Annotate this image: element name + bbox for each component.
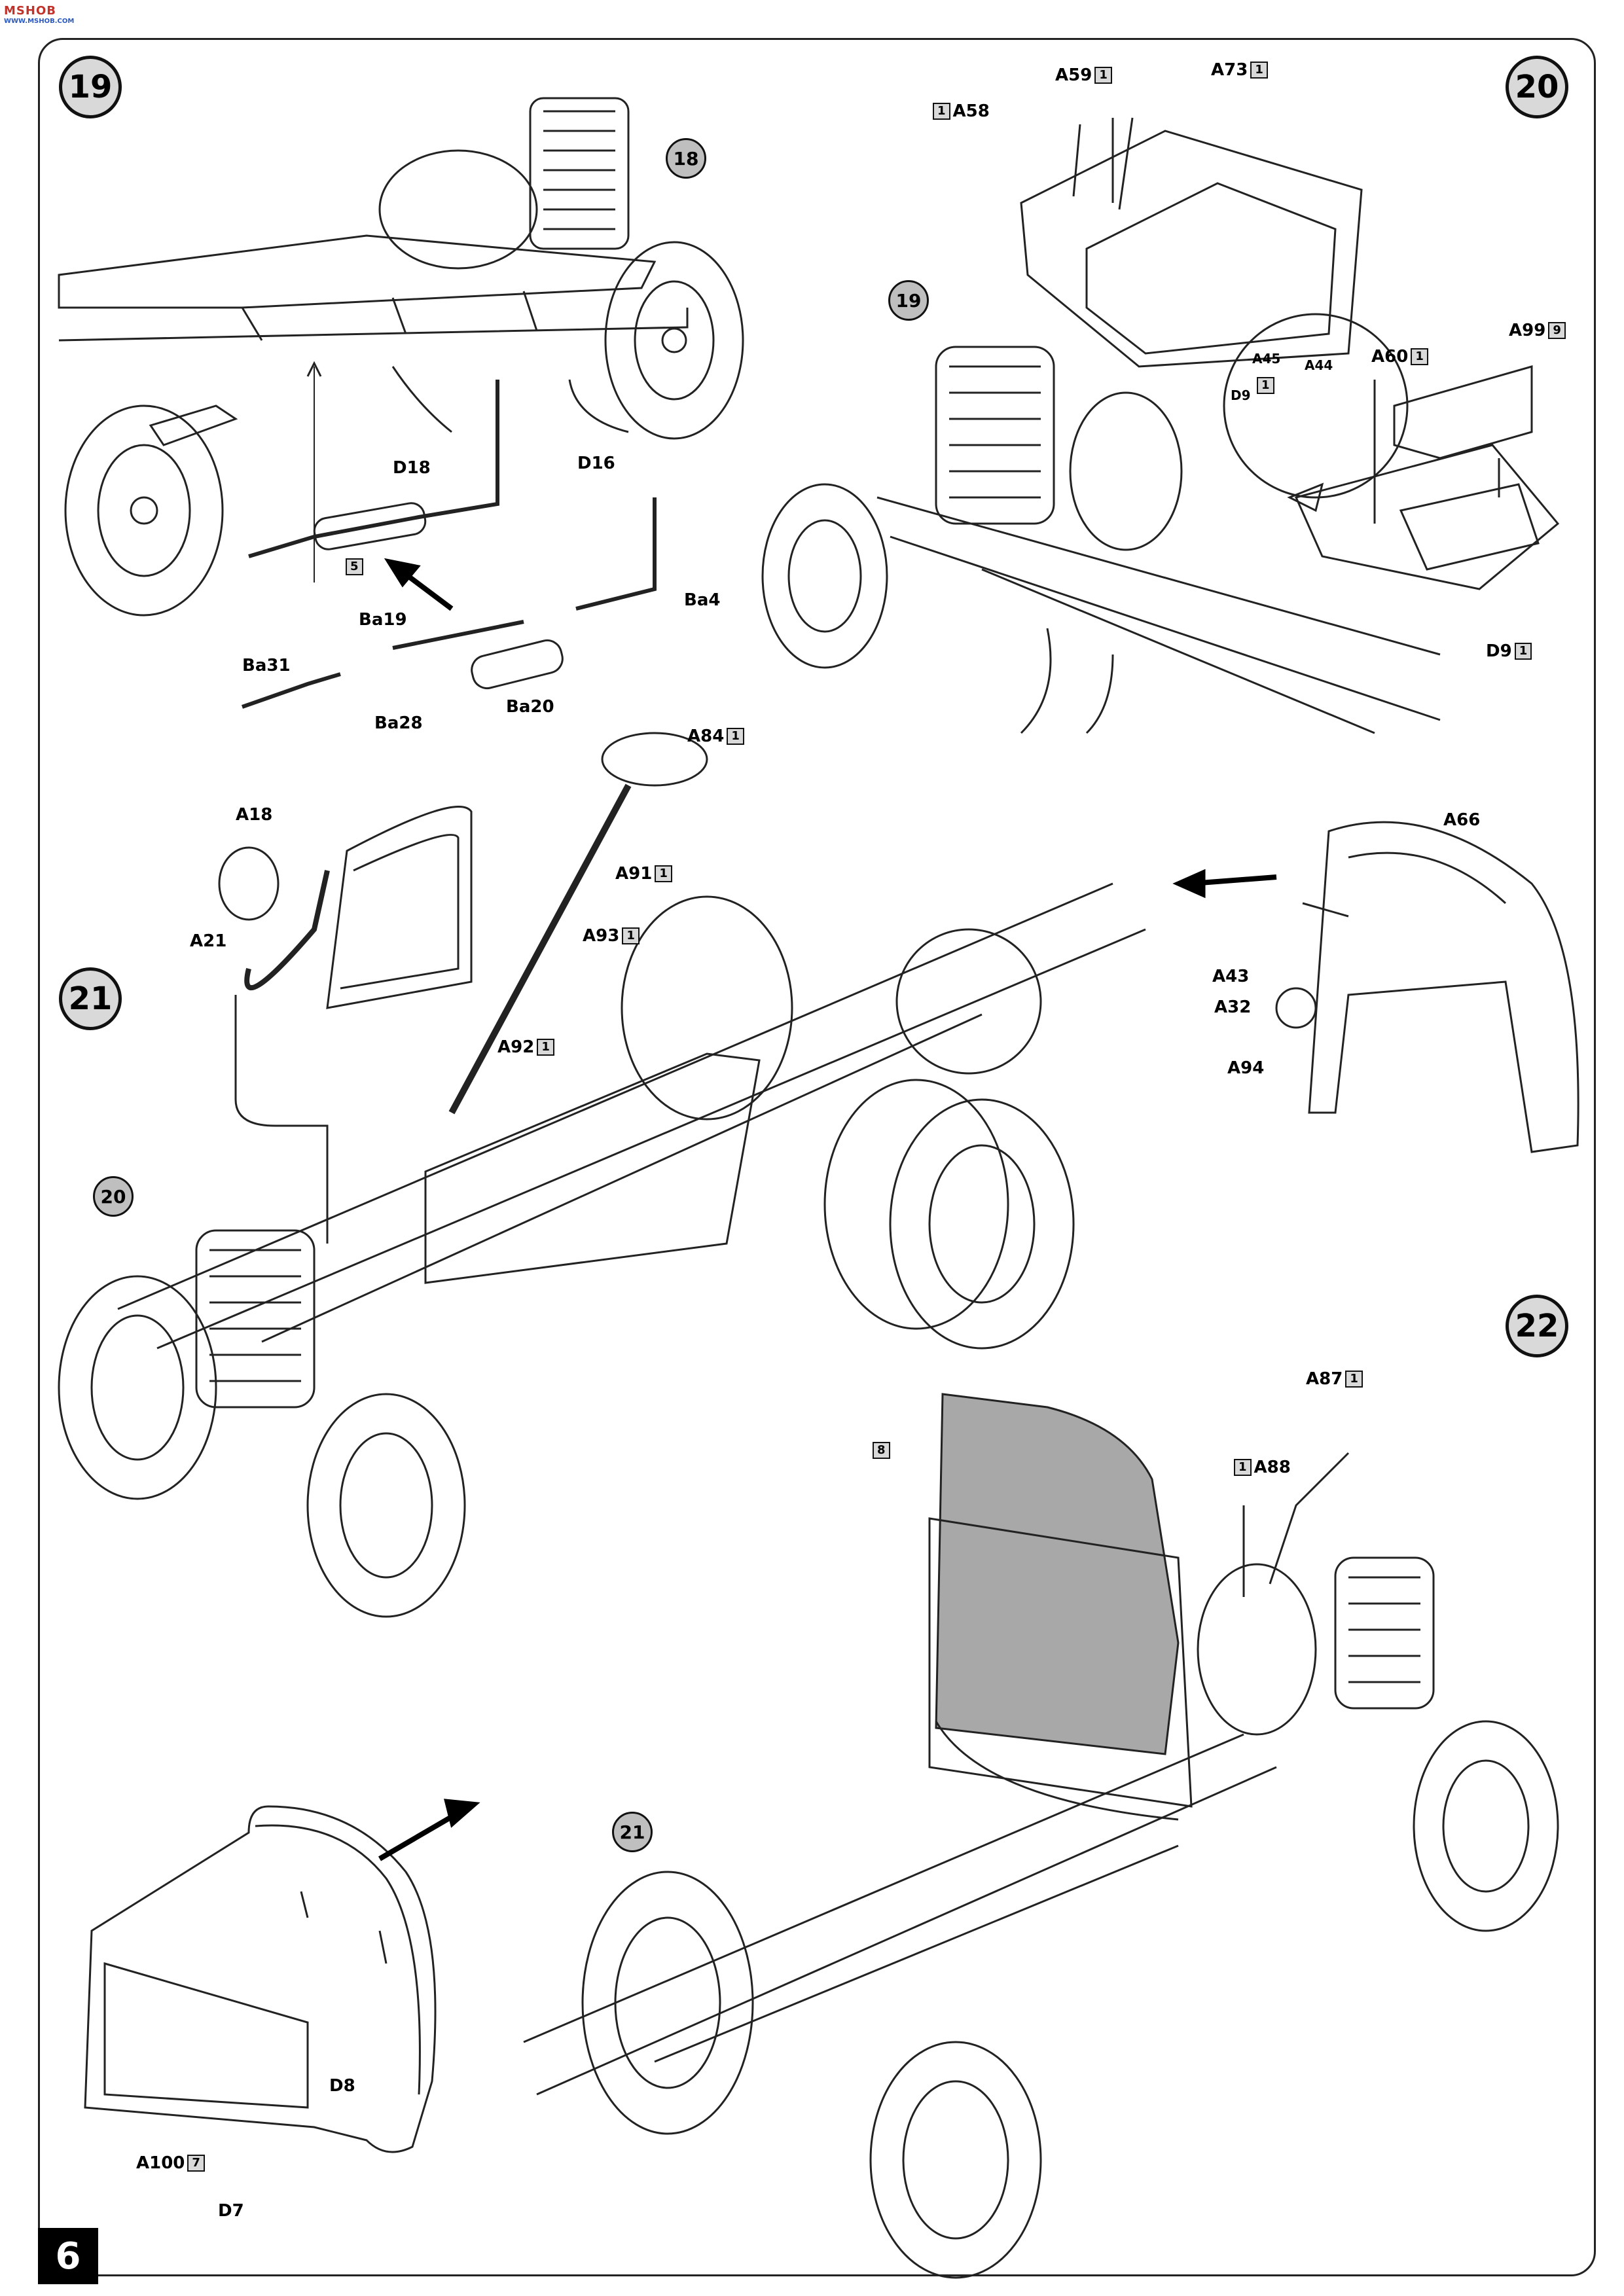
part-label-d9-small: D9: [1231, 387, 1251, 403]
part-label-a21: A21: [190, 931, 227, 951]
part-label-a44: A44: [1305, 357, 1333, 373]
page-number: 6: [38, 2228, 98, 2284]
step-22-badge: 22: [1506, 1295, 1568, 1357]
part-label-ba31: Ba31: [242, 656, 291, 675]
page-frame: [38, 38, 1596, 2276]
part-label-a32: A32: [1214, 997, 1252, 1017]
ref-badge-20: 20: [93, 1176, 134, 1217]
part-label-a45: A45: [1252, 351, 1281, 367]
step21-drawing: [58, 732, 1579, 1618]
step-21-badge: 21: [59, 967, 122, 1030]
step22-drawing: [84, 1393, 1559, 2279]
ref-badge-18: 18: [666, 138, 706, 179]
part-label-a66: A66: [1443, 810, 1481, 830]
part-label-a18: A18: [236, 805, 273, 825]
part-label-d8: D8: [329, 2076, 355, 2096]
part-label-d18: D18: [393, 458, 431, 478]
publisher-logo: MSHOB WWW.MSHOB.COM: [4, 4, 75, 25]
step-20-badge: 20: [1506, 56, 1568, 118]
part-label-ba4: Ba4: [684, 590, 721, 610]
part-label-ba28: Ba28: [374, 713, 423, 733]
part-label-a43: A43: [1212, 967, 1250, 986]
part-label-ba19: Ba19: [359, 610, 407, 630]
sprue-label-8: 8: [873, 1442, 890, 1459]
step20-drawing: [761, 117, 1560, 734]
qty-d9-small: 1: [1257, 377, 1274, 394]
sprue-label-5: 5: [346, 558, 363, 575]
part-label-d7: D7: [218, 2201, 244, 2221]
ref-badge-21: 21: [612, 1812, 653, 1852]
part-label-d16: D16: [577, 454, 615, 473]
step-19-badge: 19: [59, 56, 122, 118]
step19-chassis-drawing: [58, 97, 744, 709]
part-label-a94: A94: [1227, 1058, 1265, 1078]
part-label-ba20: Ba20: [506, 697, 554, 717]
ref-badge-19: 19: [888, 280, 929, 321]
